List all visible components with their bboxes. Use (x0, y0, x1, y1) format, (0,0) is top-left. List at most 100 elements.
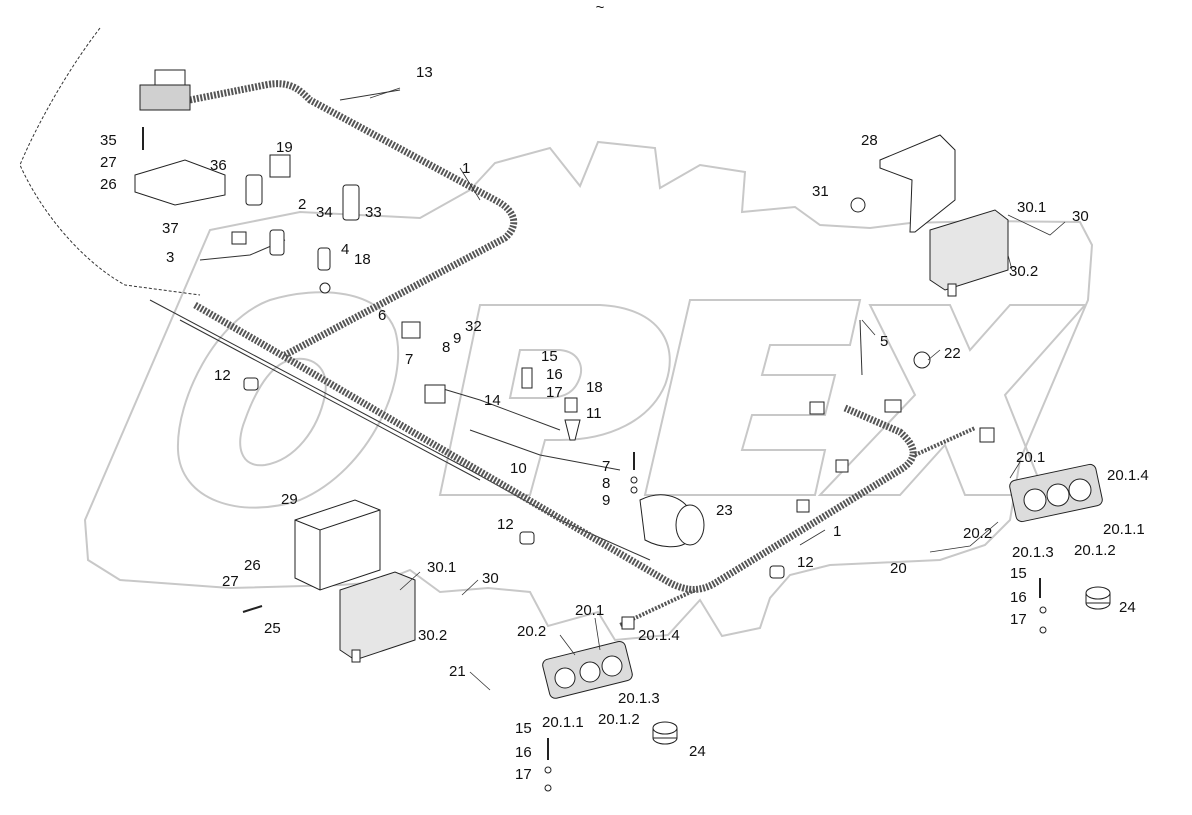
callout-17: 17 (546, 384, 563, 401)
callout-20-1-1: 20.1.1 (542, 714, 584, 731)
callout-26: 26 (100, 176, 117, 193)
mounting-bracket (134, 159, 226, 206)
leader-line (559, 634, 576, 656)
callout-6: 6 (378, 307, 386, 324)
callout-7: 7 (405, 351, 413, 368)
leader-line (861, 319, 876, 336)
callout-20-1-4: 20.1.4 (1107, 467, 1149, 484)
callout-35: 35 (100, 132, 117, 149)
callout-30: 30 (1072, 208, 1089, 225)
callout-27: 27 (222, 573, 239, 590)
leader-line (594, 617, 601, 651)
leader-line (1007, 214, 1066, 236)
side-lamp-front (339, 571, 416, 663)
side-lamp-rear (929, 209, 1009, 297)
washer (544, 784, 552, 792)
callout-19: 19 (276, 139, 293, 156)
callout-20-1-3: 20.1.3 (618, 690, 660, 707)
leader-line (799, 529, 826, 546)
clamp (769, 565, 785, 579)
callout-1: 1 (462, 160, 470, 177)
harness-main-run (193, 301, 917, 593)
washer (1039, 626, 1047, 634)
callout-13: 13 (416, 64, 433, 81)
sensor (269, 229, 285, 256)
leader-line (399, 571, 421, 591)
connector (231, 231, 247, 245)
clip (796, 499, 810, 513)
connector-block (139, 69, 191, 111)
harness-rear-branch (914, 426, 976, 457)
callout-20-1-3: 20.1.3 (1012, 544, 1054, 561)
clip (809, 401, 825, 415)
callout-7: 7 (602, 458, 610, 475)
rear-light-cluster-left (542, 640, 633, 699)
callout-26: 26 (244, 557, 261, 574)
callout-14: 14 (484, 392, 501, 409)
callout-30-2: 30.2 (1009, 263, 1038, 280)
watermark-letter-p (438, 304, 671, 496)
callout-10: 10 (510, 460, 527, 477)
wire (859, 319, 863, 376)
callout-9: 9 (453, 330, 461, 347)
leader-line (461, 579, 479, 596)
callout-22: 22 (944, 345, 961, 362)
callout-20-1-4: 20.1.4 (638, 627, 680, 644)
callout-30-1: 30.1 (1017, 199, 1046, 216)
connector (269, 154, 291, 178)
callout-21: 21 (449, 663, 466, 680)
callout-28: 28 (861, 132, 878, 149)
clip (835, 459, 849, 473)
callout-20-2: 20.2 (963, 525, 992, 542)
rubber-buffer (652, 721, 678, 745)
callout-31: 31 (812, 183, 829, 200)
callout-17: 17 (1010, 611, 1027, 628)
callout-12: 12 (497, 516, 514, 533)
leader-line (1009, 461, 1021, 479)
fuse (521, 367, 533, 389)
clamp (243, 377, 259, 391)
rear-light-cluster-right (1009, 463, 1103, 523)
leader-line (1007, 254, 1013, 271)
washer (630, 476, 638, 484)
leader-line (927, 349, 941, 361)
callout-24: 24 (1119, 599, 1136, 616)
clamp (519, 531, 535, 545)
callout-15: 15 (541, 348, 558, 365)
callout-20-1-1: 20.1.1 (1103, 521, 1145, 538)
callout-20-2: 20.2 (517, 623, 546, 640)
callout-25: 25 (264, 620, 281, 637)
header-mark: ~ (596, 0, 605, 16)
sensor (245, 174, 263, 206)
callout-20-1-2: 20.1.2 (1074, 542, 1116, 559)
callout-20-1-2: 20.1.2 (598, 711, 640, 728)
callout-20-1: 20.1 (575, 602, 604, 619)
clip (884, 399, 902, 413)
watermark-letter-o (176, 291, 400, 509)
leader-line (469, 671, 491, 691)
sensor (317, 247, 331, 271)
cab-outline (19, 27, 201, 296)
callout-33: 33 (365, 204, 382, 221)
wire (429, 384, 561, 431)
leader-line (459, 167, 481, 201)
sensor (342, 184, 360, 221)
callout-30: 30 (482, 570, 499, 587)
bracket (424, 384, 446, 404)
callout-32: 32 (465, 318, 482, 335)
leader-line (929, 521, 999, 553)
callout-30-1: 30.1 (427, 559, 456, 576)
clip (979, 427, 995, 443)
washer (544, 766, 552, 774)
lamp-bracket (879, 134, 956, 233)
callout-27: 27 (100, 154, 117, 171)
watermark-letter-e (643, 299, 862, 496)
callout-17: 17 (515, 766, 532, 783)
bolt (142, 127, 1041, 760)
harness-upper-run (189, 80, 518, 359)
callout-20-1: 20.1 (1016, 449, 1045, 466)
washer (630, 486, 638, 494)
callout-11: 11 (586, 405, 602, 422)
callout-15: 15 (1010, 565, 1027, 582)
